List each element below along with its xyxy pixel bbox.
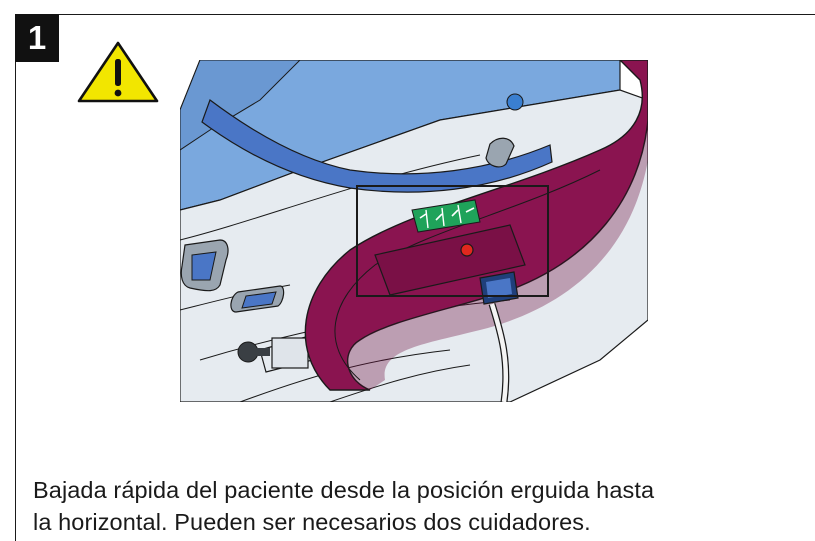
- caption-line-2: la horizontal. Pueden ser necesarios dos…: [33, 509, 591, 535]
- warning-triangle-icon: [77, 41, 159, 103]
- patient-lift-quick-lowering-illustration: [180, 60, 648, 402]
- instruction-caption: Bajada rápida del paciente desde la posi…: [33, 474, 803, 538]
- page-frame: [15, 14, 815, 541]
- caption-line-1: Bajada rápida del paciente desde la posi…: [33, 477, 655, 503]
- step-number-badge: 1: [15, 14, 59, 62]
